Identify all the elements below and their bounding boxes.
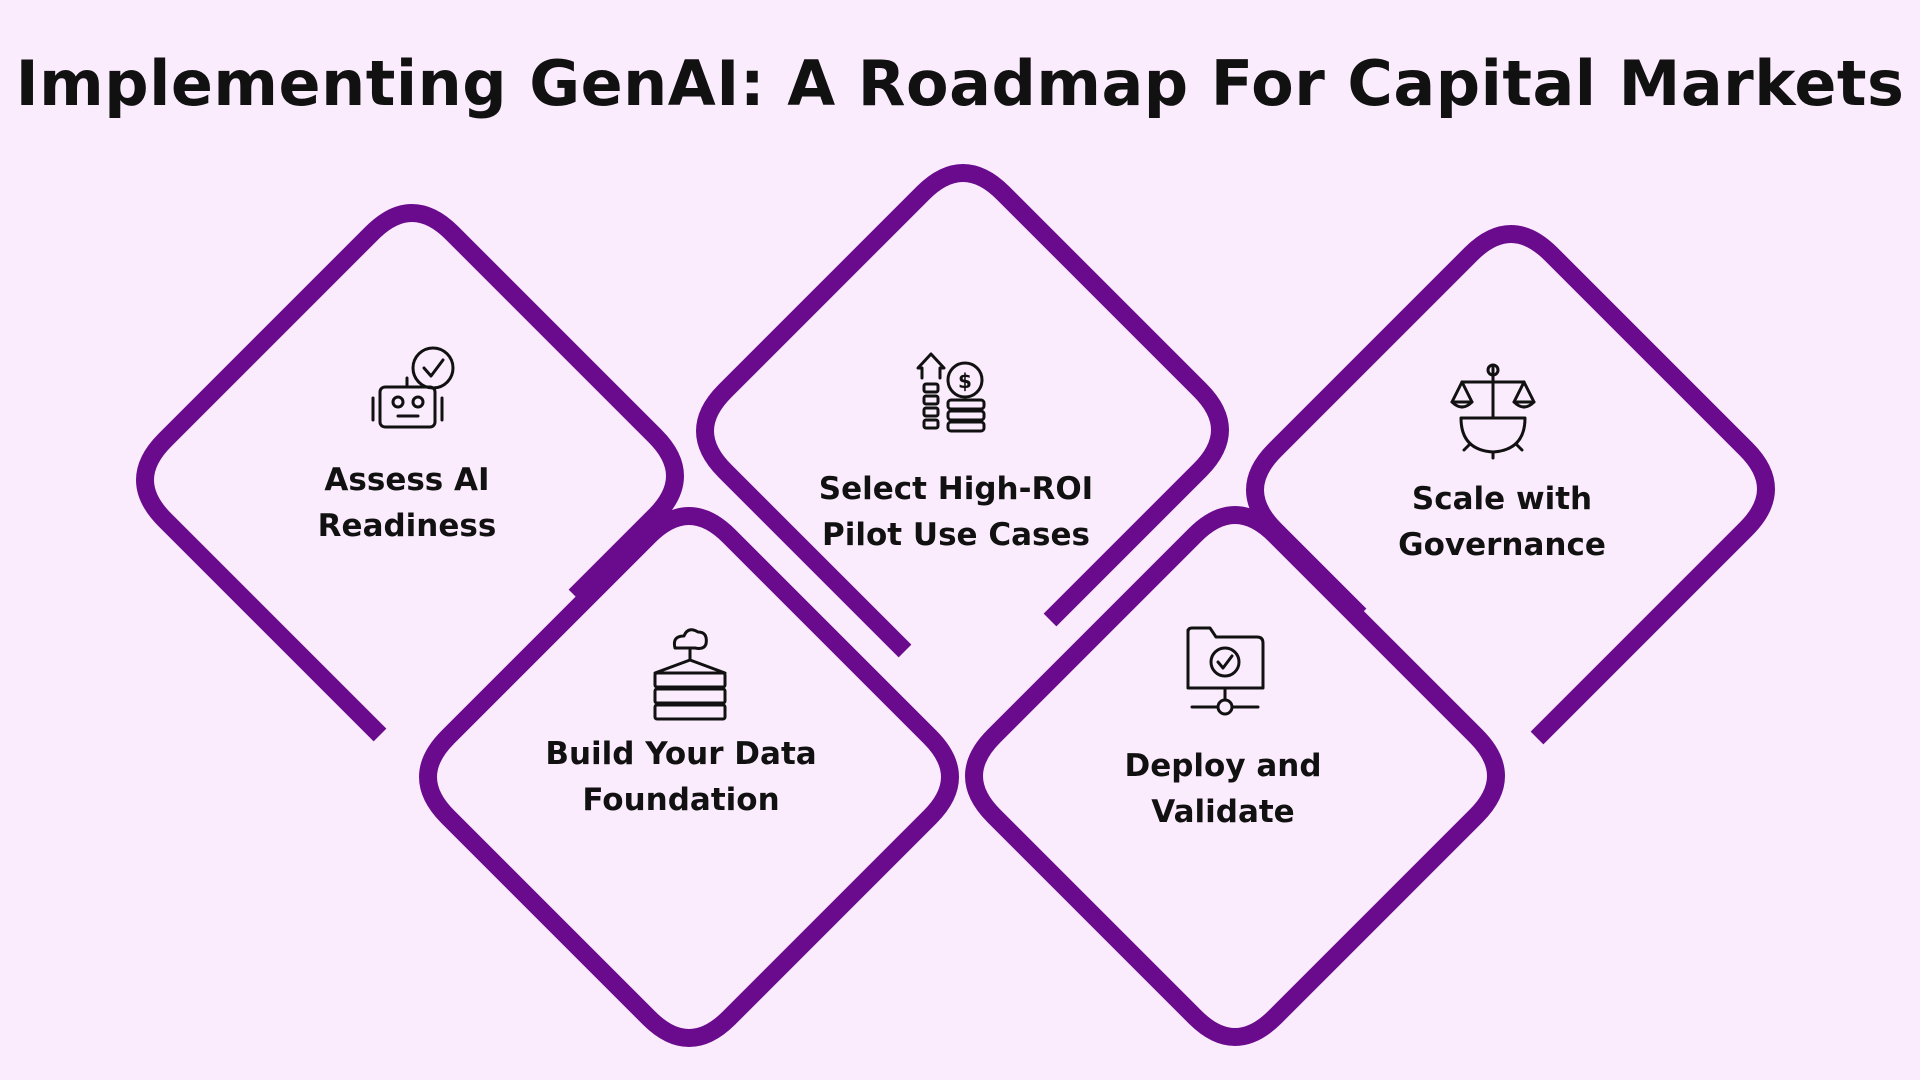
step-3-diamond [696, 164, 1229, 658]
step-3-label-line1: Select High-ROI [818, 471, 1094, 507]
step-3-label-line2: Pilot Use Cases [822, 517, 1090, 553]
step-5-label-line1: Scale with [1411, 481, 1593, 517]
step-2-label-line1: Build Your Data [545, 736, 817, 772]
step-1-diamond [136, 204, 684, 742]
folder-network-check-icon [1186, 626, 1265, 716]
step-1-label-line2: Readiness [317, 508, 497, 544]
step-1-label: Assess AI Readiness [237, 457, 577, 549]
step-4-label: Deploy and Validate [1053, 743, 1393, 835]
step-5-label-line2: Governance [1398, 527, 1606, 563]
robot-check-icon [371, 346, 455, 429]
svg-text:$: $ [958, 369, 972, 393]
step-4-label-line1: Deploy and [1124, 748, 1322, 784]
step-3-label: Select High-ROI Pilot Use Cases [786, 466, 1126, 558]
step-5-diamond [1246, 225, 1775, 745]
step-2-label-line2: Foundation [582, 782, 780, 818]
step-2-diamond [419, 507, 959, 1047]
data-stack-cloud-icon [653, 628, 727, 721]
scales-gear-icon [1450, 363, 1536, 460]
step-5-label: Scale with Governance [1332, 476, 1672, 568]
step-2-label: Build Your Data Foundation [511, 731, 851, 823]
page-title: Implementing GenAI: A Roadmap For Capita… [15, 47, 1905, 120]
growth-coins-icon: $ [916, 352, 986, 433]
step-4-diamond [965, 506, 1505, 1046]
step-1-label-line1: Assess AI [324, 462, 490, 498]
step-4-label-line2: Validate [1151, 794, 1295, 830]
